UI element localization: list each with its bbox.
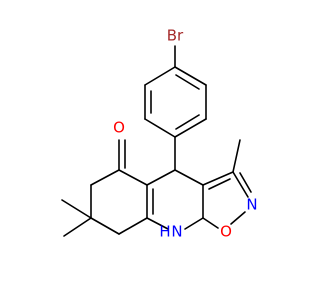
bond xyxy=(175,74,200,90)
bond xyxy=(174,66,207,86)
bond xyxy=(90,169,120,186)
bond xyxy=(184,217,204,230)
bond xyxy=(146,217,169,230)
bond xyxy=(90,217,120,235)
bond xyxy=(175,114,200,130)
amine-hydrogen-label: H xyxy=(159,223,170,241)
bond-lines xyxy=(61,45,252,237)
bond xyxy=(232,139,241,173)
bond xyxy=(202,171,234,186)
bond xyxy=(146,169,176,186)
structure-drawing: Br O N O N H xyxy=(61,27,258,241)
bond xyxy=(144,66,176,86)
molecule-diagram: Br O N O N H xyxy=(61,26,258,241)
bond xyxy=(118,217,148,235)
atom-labels: Br O N O N H xyxy=(113,27,258,241)
bond xyxy=(239,172,252,193)
bond xyxy=(232,171,249,198)
bond xyxy=(61,199,92,219)
bond xyxy=(63,217,92,237)
isoxazole-oxygen-label: O xyxy=(220,223,232,241)
bond xyxy=(174,169,204,186)
bond xyxy=(144,118,176,138)
bromine-label: Br xyxy=(167,27,184,45)
bond xyxy=(202,217,219,229)
ketone-oxygen-label: O xyxy=(113,119,125,137)
bond xyxy=(118,169,148,186)
isoxazole-nitrogen-label: N xyxy=(246,196,257,214)
bond xyxy=(174,118,207,138)
amine-nitrogen-label: N xyxy=(171,223,182,241)
bond xyxy=(208,178,231,190)
bond xyxy=(230,211,246,225)
